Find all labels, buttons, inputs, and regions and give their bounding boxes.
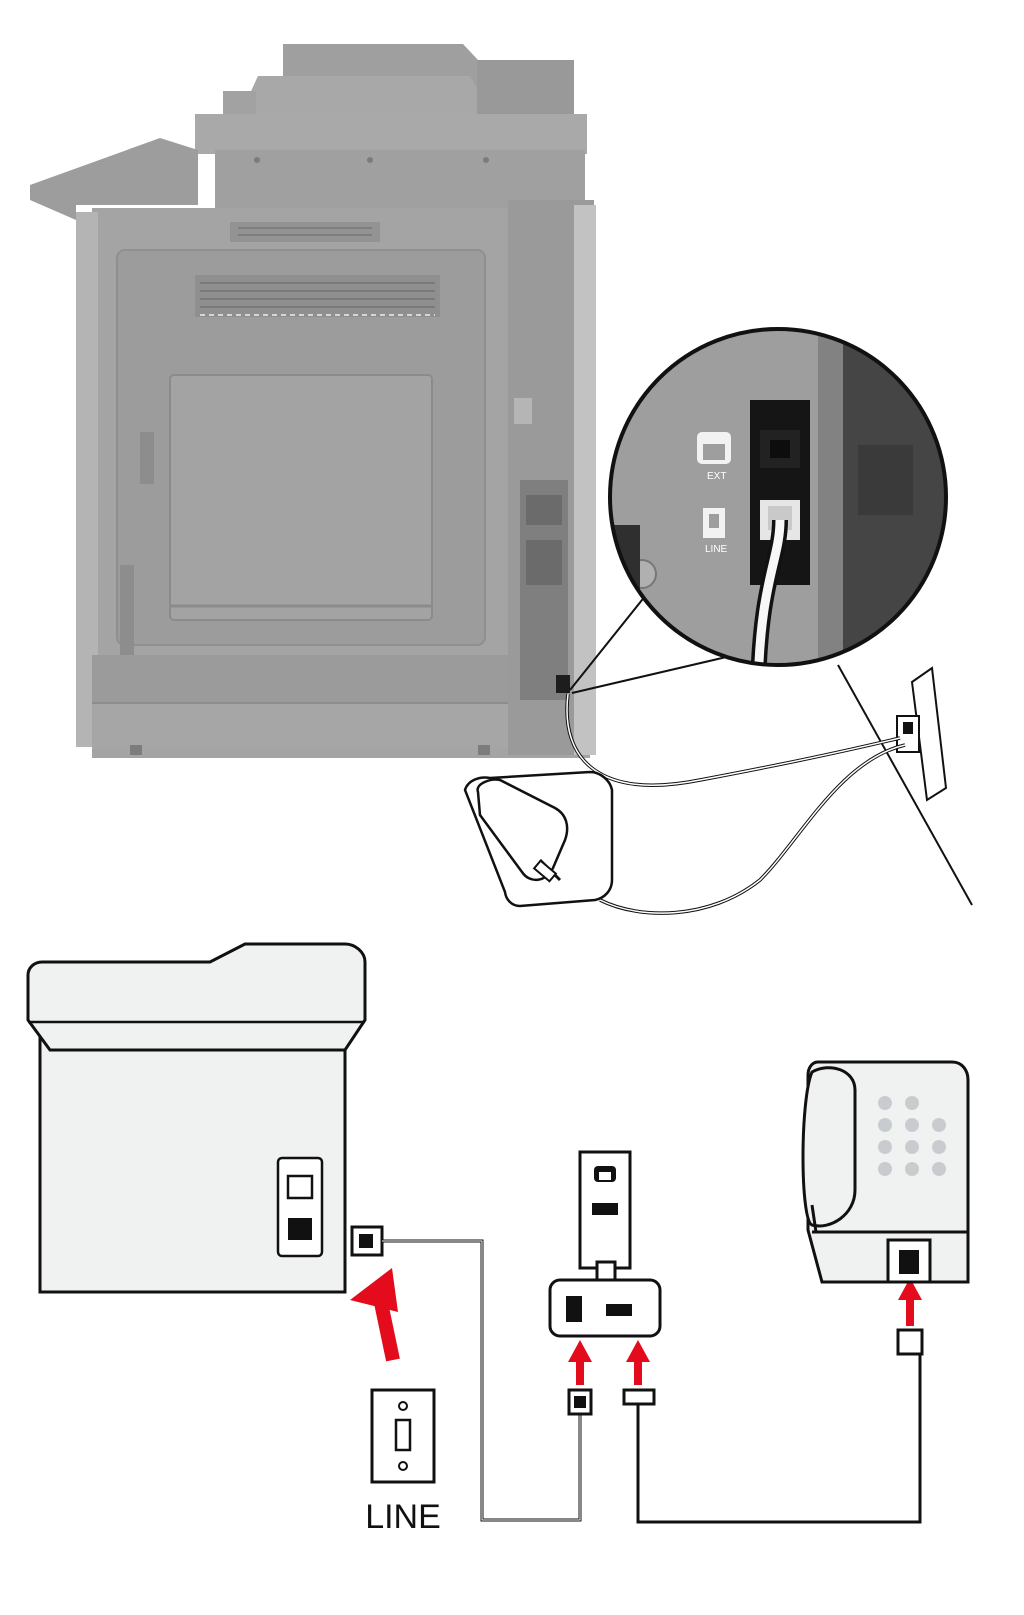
arrow-phone [898,1278,922,1326]
arrow-splitter-right [626,1340,650,1385]
tray [92,703,578,748]
access-panel [169,374,433,621]
printer-diagram [26,942,384,1294]
wall-jack-label: LINE [365,1498,441,1536]
wall-socket-photo [896,666,948,802]
screw-dot [483,157,489,163]
line-port-small [556,675,570,693]
ext-port-diagram [286,1174,314,1200]
cable-splitter-phone [636,1348,922,1524]
tray [92,655,578,703]
splitter [548,1150,662,1338]
arrow-splitter-left [568,1340,592,1385]
telephone-photo [463,770,614,908]
inset-border [608,327,948,667]
lower-vent [195,275,440,317]
printer-photo [30,44,596,758]
side-handle [140,432,154,484]
telephone-icon [594,1166,616,1182]
line-port-diagram [288,1218,312,1240]
screw-dot [254,157,260,163]
splitter-plug [622,1388,656,1406]
telephone-diagram [801,1060,970,1284]
body-left-edge [76,212,98,747]
port-inset: EXT LINE [610,329,946,665]
wall-edge-line [837,664,973,906]
ext-label: EXT [707,471,726,482]
handset-diagram [801,1066,857,1228]
adf-tray [240,76,492,115]
zoom-line [571,654,736,694]
zoom-line [569,589,651,691]
scanner-unit [195,114,587,154]
telephone-jack-icon [703,508,725,538]
wall-jack: LINE [365,1388,441,1536]
right-side-door [574,205,596,755]
scanner-top-diagram [26,942,367,1052]
screw-dot [367,157,373,163]
adf-side [477,60,574,120]
arrow-printer [350,1268,400,1362]
keypad [878,1096,946,1176]
printer-cable [565,693,901,787]
adf-hinge [223,91,256,118]
rj11-plug-icon [350,1225,384,1257]
output-bin [30,138,198,220]
upper-vent [230,222,380,242]
telephone-icon [697,432,731,464]
line-label: LINE [705,544,728,555]
printer-port-panel [276,1156,324,1258]
handset [476,778,569,881]
rj11-plug-icon [896,1328,924,1356]
lower-handle [120,565,134,670]
